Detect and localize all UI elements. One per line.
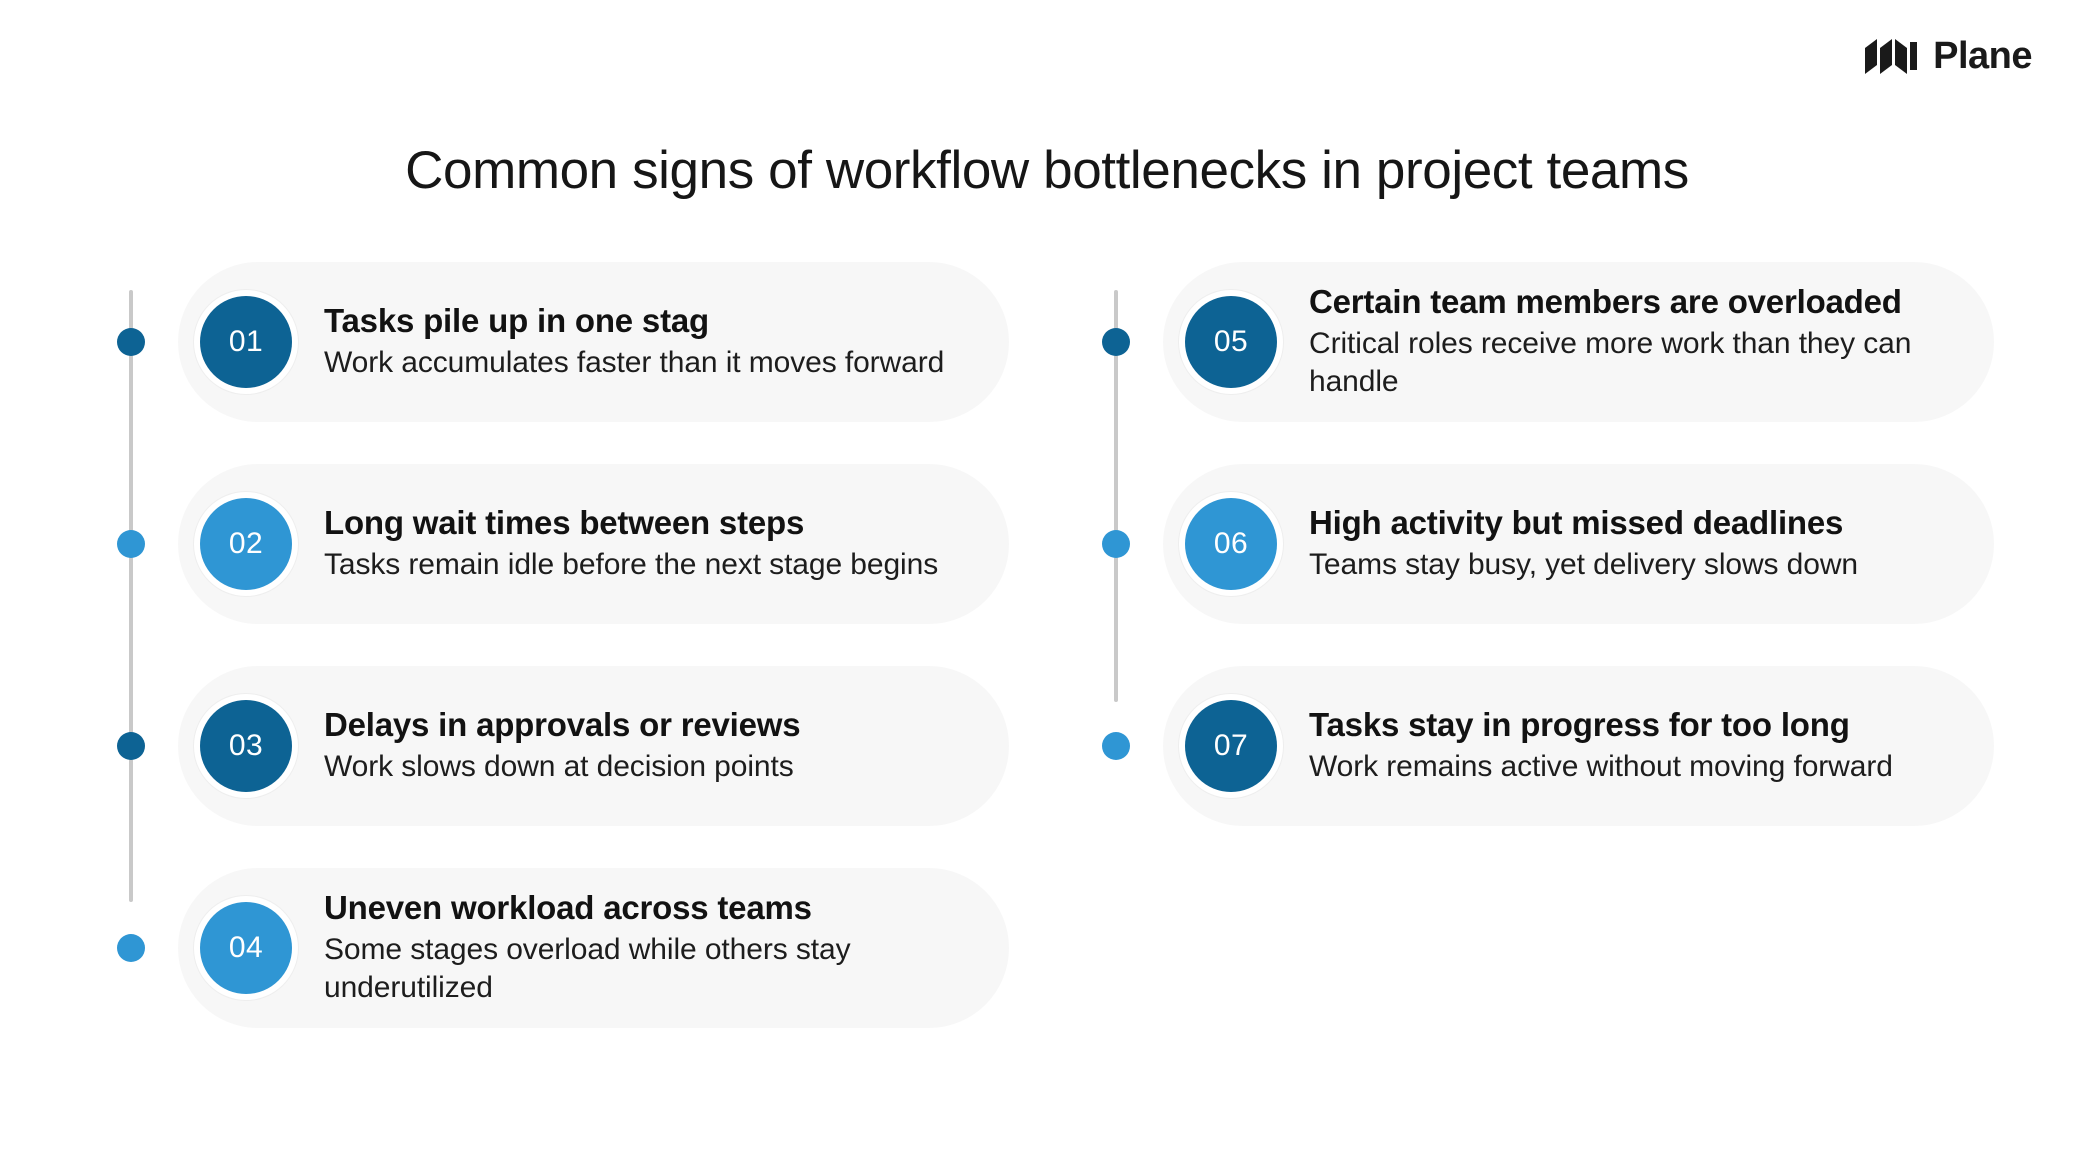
timeline-dot xyxy=(1102,328,1130,356)
item-title: Tasks stay in progress for too long xyxy=(1309,705,1850,743)
brand-name: Plane xyxy=(1933,35,2032,77)
number-badge-label: 01 xyxy=(228,325,264,358)
number-badge: 04 xyxy=(200,902,292,994)
number-badge-ring: 02 xyxy=(194,492,298,596)
item-card[interactable]: 03 Delays in approvals or reviews Work s… xyxy=(178,666,1009,826)
item-text: Delays in approvals or reviews Work slow… xyxy=(324,706,826,786)
item-description: Some stages overload while others stay u… xyxy=(324,933,851,1005)
content-columns: 01 Tasks pile up in one stag Work accumu… xyxy=(0,262,2094,1028)
list-item[interactable]: 05 Certain team members are overloaded C… xyxy=(1095,262,1994,422)
item-card[interactable]: 01 Tasks pile up in one stag Work accumu… xyxy=(178,262,1009,422)
item-title: High activity but missed deadlines xyxy=(1309,503,1844,541)
item-description: Teams stay busy, yet delivery slows down xyxy=(1309,548,1858,582)
item-text: Long wait times between steps Tasks rema… xyxy=(324,504,964,584)
item-title: Delays in approvals or reviews xyxy=(324,705,801,743)
timeline-dot xyxy=(1102,530,1130,558)
number-badge-ring: 04 xyxy=(194,896,298,1000)
number-badge-ring: 06 xyxy=(1179,492,1283,596)
number-badge: 07 xyxy=(1185,700,1277,792)
item-title: Uneven workload across teams xyxy=(324,888,812,926)
column-left: 01 Tasks pile up in one stag Work accumu… xyxy=(110,262,1009,1028)
timeline-rail-left xyxy=(129,290,133,902)
plane-logo-icon xyxy=(1865,39,1918,74)
item-title: Long wait times between steps xyxy=(324,503,805,541)
list-item[interactable]: 07 Tasks stay in progress for too long W… xyxy=(1095,666,1994,826)
item-text: Certain team members are overloaded Crit… xyxy=(1309,283,1994,401)
list-item[interactable]: 04 Uneven workload across teams Some sta… xyxy=(110,868,1009,1028)
brand-logo: Plane xyxy=(1863,36,2032,76)
number-badge-label: 03 xyxy=(228,729,264,762)
timeline-dot xyxy=(117,530,145,558)
number-badge-ring: 07 xyxy=(1179,694,1283,798)
number-badge: 03 xyxy=(200,700,292,792)
item-text: High activity but missed deadlines Teams… xyxy=(1309,504,1884,584)
timeline-dot xyxy=(117,732,145,760)
timeline-dot xyxy=(117,934,145,962)
number-badge: 02 xyxy=(200,498,292,590)
number-badge: 01 xyxy=(200,296,292,388)
item-card[interactable]: 04 Uneven workload across teams Some sta… xyxy=(178,868,1009,1028)
number-badge-label: 06 xyxy=(1213,527,1249,560)
timeline-dot xyxy=(1102,732,1130,760)
item-description: Work remains active without moving forwa… xyxy=(1309,750,1893,784)
item-card[interactable]: 02 Long wait times between steps Tasks r… xyxy=(178,464,1009,624)
page-title: Common signs of workflow bottlenecks in … xyxy=(405,141,1689,200)
number-badge-ring: 03 xyxy=(194,694,298,798)
number-badge-ring: 05 xyxy=(1179,290,1283,394)
number-badge-label: 04 xyxy=(228,931,264,964)
item-text: Tasks stay in progress for too long Work… xyxy=(1309,706,1919,786)
list-item[interactable]: 06 High activity but missed deadlines Te… xyxy=(1095,464,1994,624)
item-description: Tasks remain idle before the next stage … xyxy=(324,548,939,582)
item-text: Tasks pile up in one stag Work accumulat… xyxy=(324,302,970,382)
timeline-dot xyxy=(117,328,145,356)
item-title: Tasks pile up in one stag xyxy=(324,301,709,339)
item-card[interactable]: 05 Certain team members are overloaded C… xyxy=(1163,262,1994,422)
number-badge-label: 05 xyxy=(1213,325,1249,358)
number-badge: 05 xyxy=(1185,296,1277,388)
item-description: Work slows down at decision points xyxy=(324,750,794,784)
column-right: 05 Certain team members are overloaded C… xyxy=(1095,262,1994,1028)
timeline-rail-right xyxy=(1114,290,1118,702)
item-card[interactable]: 07 Tasks stay in progress for too long W… xyxy=(1163,666,1994,826)
item-title: Certain team members are overloaded xyxy=(1309,282,1902,320)
number-badge-label: 02 xyxy=(228,527,264,560)
item-text: Uneven workload across teams Some stages… xyxy=(324,889,990,1007)
item-description: Critical roles receive more work than th… xyxy=(1309,327,1912,399)
number-badge-ring: 01 xyxy=(194,290,298,394)
list-item[interactable]: 01 Tasks pile up in one stag Work accumu… xyxy=(110,262,1009,422)
item-description: Work accumulates faster than it moves fo… xyxy=(324,346,945,380)
number-badge: 06 xyxy=(1185,498,1277,590)
list-item[interactable]: 02 Long wait times between steps Tasks r… xyxy=(110,464,1009,624)
item-card[interactable]: 06 High activity but missed deadlines Te… xyxy=(1163,464,1994,624)
list-item[interactable]: 03 Delays in approvals or reviews Work s… xyxy=(110,666,1009,826)
number-badge-label: 07 xyxy=(1213,729,1249,762)
